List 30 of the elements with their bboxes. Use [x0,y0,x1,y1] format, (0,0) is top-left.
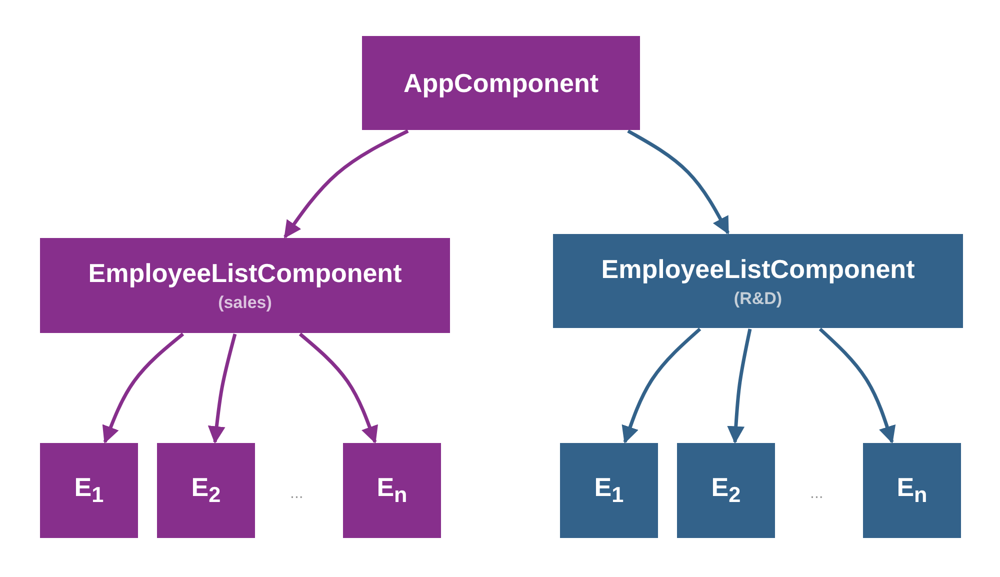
component-box [553,234,963,328]
component-label: E$_{2}$ [191,472,221,509]
ellipsis-text: ... [290,485,304,503]
employee-box [40,443,138,538]
arrow [727,328,752,444]
component-label: AppComponent [404,68,598,98]
employee-box [863,443,961,538]
employee-box [560,443,658,538]
component-label: E$_{n}$ [896,472,928,509]
component-label: E$_{2}$ [711,472,741,509]
component-box [40,238,450,333]
component-label: E$_{1}$ [74,472,104,509]
arrow [627,129,730,235]
arrow [102,332,184,444]
component-label: EmployeeListComponent [88,258,402,289]
arrow [298,332,378,444]
ellipsis-text: ... [810,485,824,503]
employee-box [677,443,775,538]
arrow [818,328,896,444]
arrow [208,334,237,444]
component-label: EmployeeListComponent [601,254,915,284]
employee-box [343,443,441,538]
arrow [622,328,702,444]
subtitle-text: (sales) [218,293,272,313]
employee-box [157,443,255,538]
subtitle-text: (R&D) [734,288,782,308]
component-label: E$_{n}$ [376,472,408,509]
component-box [362,36,640,130]
component-label: E$_{1}$ [594,472,624,509]
arrow [284,129,409,238]
